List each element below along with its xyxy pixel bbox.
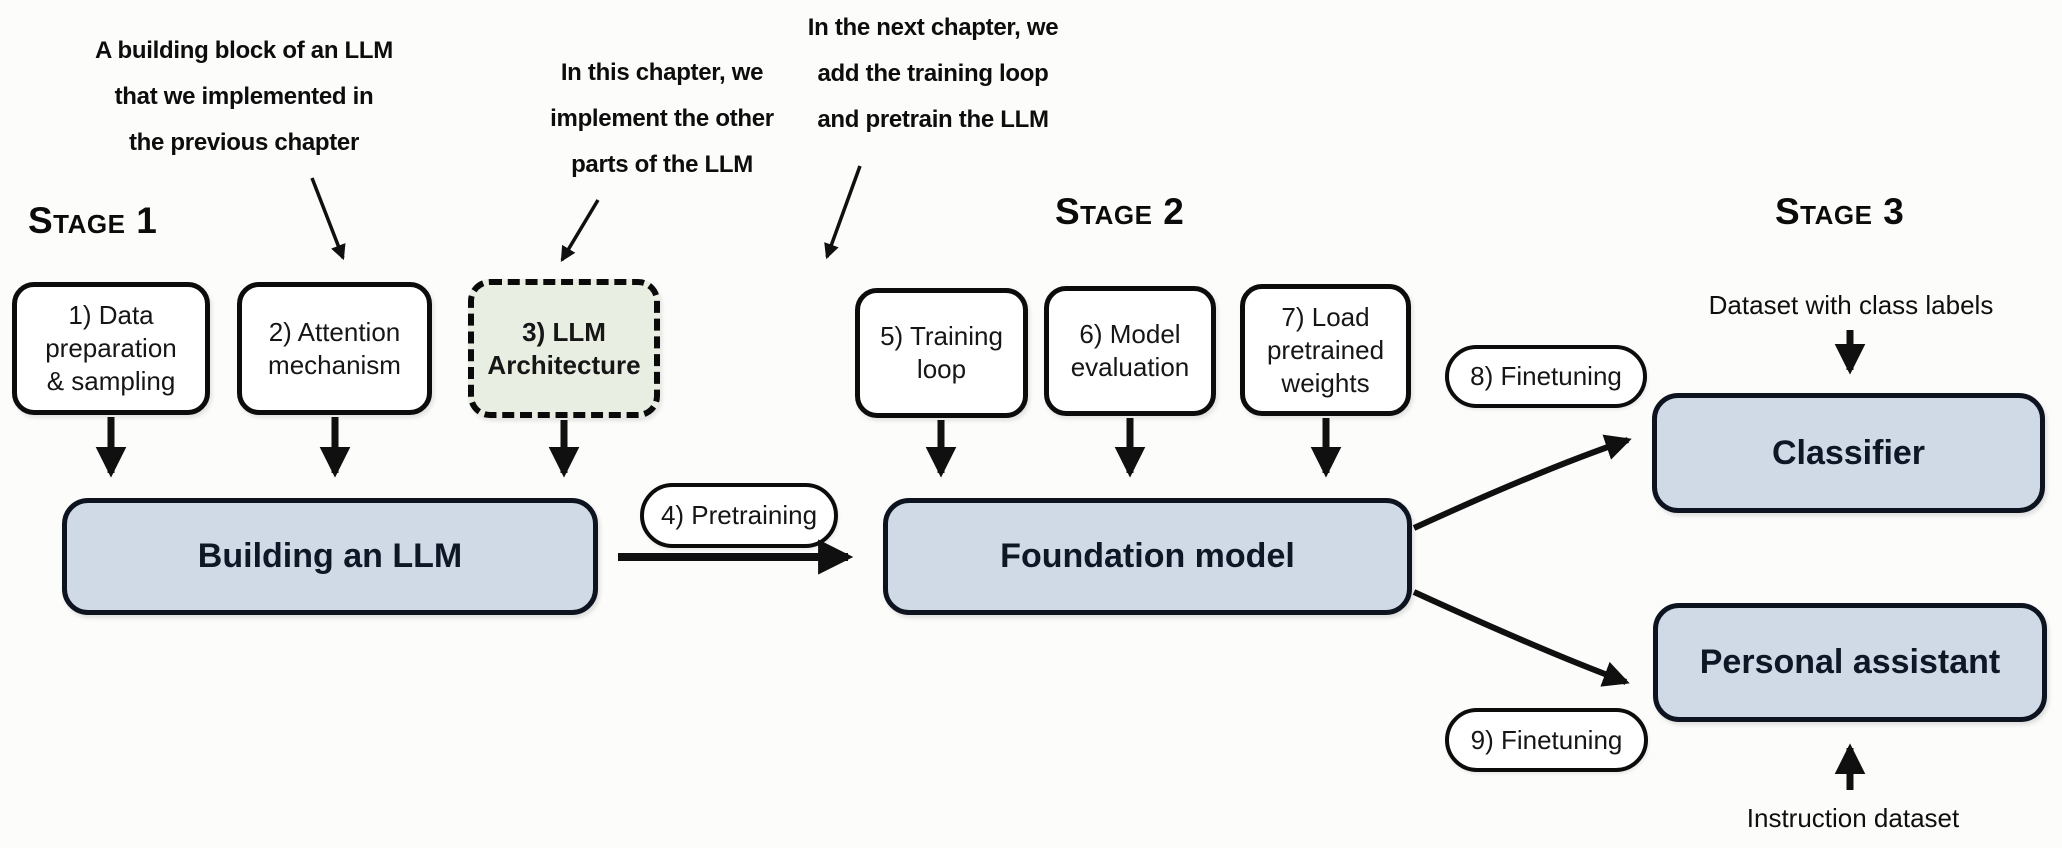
annotation-line: implement the other — [550, 105, 774, 132]
step-box-line: 6) Model — [1079, 319, 1181, 349]
pill-finetuning-classifier: 8) Finetuning — [1445, 345, 1647, 408]
main-box-building-an-llm: Building an LLM — [62, 498, 598, 615]
step-box-model-evaluation: 6) Model evaluation — [1044, 286, 1216, 416]
label-dataset-with-class-labels: Dataset with class labels — [1708, 290, 1994, 320]
annotation-line: that we implemented in — [114, 83, 374, 110]
main-box-foundation-model: Foundation model — [883, 498, 1412, 615]
main-box-classifier: Classifier — [1652, 393, 2045, 513]
step-box-line: 2) Attention — [268, 316, 401, 347]
annotation-line: In the next chapter, we — [807, 14, 1059, 41]
arrow-annotation-to-attention — [310, 177, 346, 261]
annotation-line: parts of the LLM — [571, 151, 753, 178]
arrow-annotation-to-training — [824, 165, 862, 260]
pill-finetuning-assistant: 9) Finetuning — [1445, 708, 1648, 772]
step-box-line: Architecture — [487, 349, 641, 380]
arrow-foundation-to-classifier — [1412, 434, 1632, 531]
step-box-line: 3) LLM — [522, 316, 606, 347]
step-box-training-loop: 5) Training loop — [855, 288, 1028, 418]
stage-1-heading: Stage 1 — [28, 200, 158, 241]
main-box-personal-assistant: Personal assistant — [1653, 603, 2047, 722]
step-box-line: 1) Data — [68, 300, 154, 330]
step-box-llm-architecture: 3) LLM Architecture — [468, 279, 660, 418]
step-box-attention-mechanism: 2) Attention mechanism — [237, 282, 432, 415]
step-box-data-preparation: 1) Data preparation & sampling — [12, 282, 210, 415]
pill-pretraining: 4) Pretraining — [640, 483, 838, 548]
arrow-annotation-to-architecture — [560, 199, 600, 262]
annotation-this-chapter: In this chapter, we implement the other … — [512, 50, 812, 188]
annotation-line: the previous chapter — [128, 129, 360, 156]
step-box-line: & sampling — [46, 366, 176, 396]
annotation-line: add the training loop — [817, 60, 1049, 87]
arrow-foundation-to-assistant — [1412, 589, 1630, 687]
annotation-line: In this chapter, we — [560, 59, 764, 86]
annotation-line: A building block of an LLM — [95, 37, 393, 64]
annotation-building-block: A building block of an LLM that we imple… — [94, 28, 394, 166]
stage-3-heading: Stage 3 — [1775, 191, 1905, 232]
step-box-line: weights — [1281, 367, 1370, 398]
step-box-line: mechanism — [268, 349, 401, 380]
step-box-load-pretrained-weights: 7) Load pretrained weights — [1240, 284, 1411, 416]
stage-2-heading: Stage 2 — [1055, 191, 1185, 232]
label-instruction-dataset: Instruction dataset — [1746, 803, 1960, 833]
step-box-line: evaluation — [1070, 352, 1190, 382]
step-box-line: 7) Load — [1281, 301, 1370, 332]
step-box-line: preparation — [45, 333, 177, 363]
annotation-next-chapter: In the next chapter, we add the training… — [783, 5, 1083, 143]
step-box-line: 5) Training — [880, 321, 1003, 351]
step-box-line: pretrained — [1266, 334, 1385, 365]
annotation-line: and pretrain the LLM — [817, 106, 1049, 133]
step-box-line: loop — [916, 354, 967, 384]
